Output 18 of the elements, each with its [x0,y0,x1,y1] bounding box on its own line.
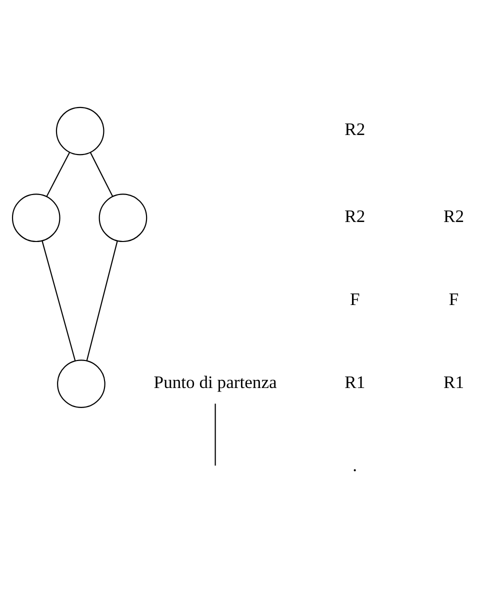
node-circle [57,360,106,408]
node-circle [98,194,148,242]
node-text: Punto di partenza [154,372,277,392]
connector [42,240,76,361]
node-circle [12,194,60,242]
label: F [350,289,360,310]
connector [46,152,70,197]
connector [90,152,114,197]
label: R2 [344,119,366,140]
label: . [352,454,358,475]
connector [86,240,118,361]
node-circle [56,106,104,156]
label: R1 [344,372,366,392]
label: R2 [444,206,464,226]
label: R2 [344,206,366,226]
label: R1 [444,372,464,392]
label: F [448,289,459,310]
connector [214,404,216,466]
